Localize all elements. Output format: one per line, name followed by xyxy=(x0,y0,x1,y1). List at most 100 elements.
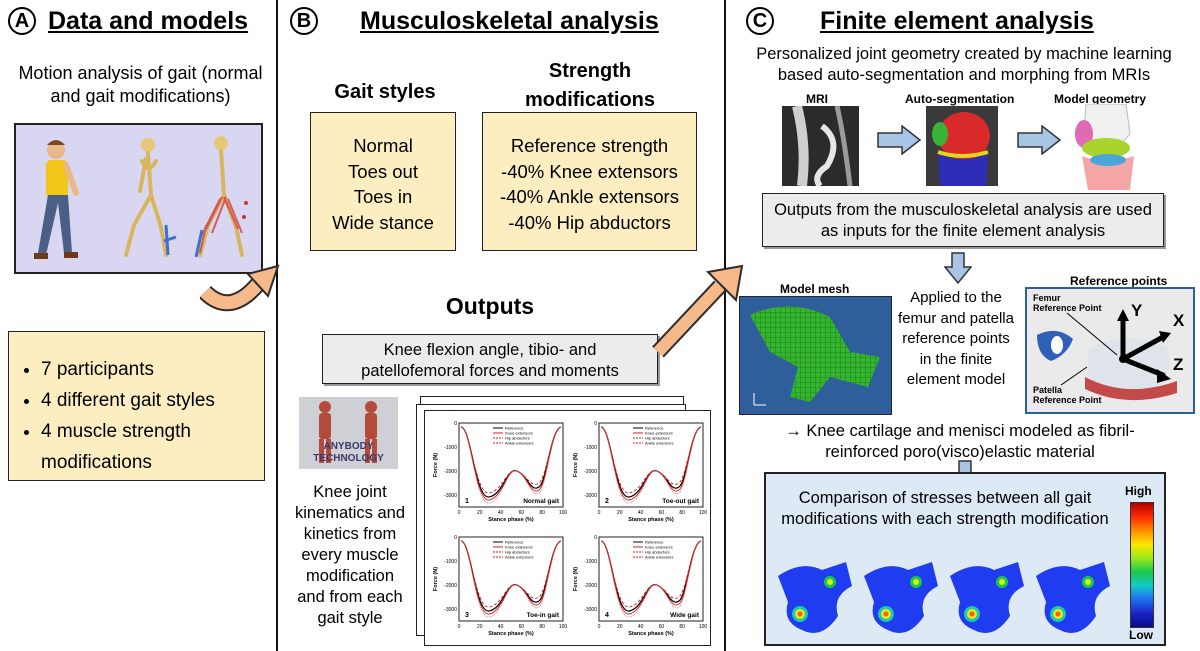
plot-frame xyxy=(458,422,564,508)
stress-hotspot xyxy=(883,611,889,617)
x-tick-label: 100 xyxy=(559,624,568,630)
curve-ankle-extensors xyxy=(460,540,562,618)
stress-map-shape xyxy=(950,562,1024,633)
x-tick-label: 60 xyxy=(659,510,665,516)
x-axis-label: Stance phase (%) xyxy=(488,631,534,637)
y-axis-label: Force (N) xyxy=(573,453,579,477)
plot-title: Normal gait xyxy=(523,498,560,505)
legend-entry: Knee extensors xyxy=(645,545,673,550)
mri-image xyxy=(782,106,859,186)
stress-maps-icon xyxy=(778,562,1110,633)
fe-outputs-box: Outputs from the musculoskeletal analysi… xyxy=(762,193,1164,247)
stress-map-shape xyxy=(778,562,852,633)
axis-x-label: X xyxy=(1173,311,1185,330)
gait-motion-image xyxy=(14,123,263,274)
stress-hotspot xyxy=(999,579,1005,585)
stress-hotspot xyxy=(797,611,803,617)
kinematics-text: Knee joint kinematics and kinetics from … xyxy=(294,483,406,627)
panel-c-header: C Finite element analysis xyxy=(746,4,1094,38)
plot-frame xyxy=(598,422,704,508)
cartilage-text: → Knee cartilage and menisci modeled as … xyxy=(785,422,1135,461)
label-auto-segmentation: Auto-segmentation xyxy=(905,92,1015,106)
plot-number: 2 xyxy=(605,498,609,505)
stress-comparison-box: Comparison of stresses between all gait … xyxy=(764,472,1166,646)
label-model-geometry: Model geometry xyxy=(1054,92,1147,106)
model-mesh-image xyxy=(739,296,892,415)
applied-text: Applied to the femur and patella referen… xyxy=(898,289,1014,388)
strength-heading: Strength modifications xyxy=(524,60,655,111)
y-tick-label: -3000 xyxy=(584,607,597,613)
plot-number: 3 xyxy=(465,612,469,619)
arrow-mri-to-seg-icon xyxy=(877,125,922,155)
strength-item: -40% Knee extensors xyxy=(501,160,678,182)
stress-hotspot xyxy=(913,579,919,585)
x-tick-label: 40 xyxy=(638,510,644,516)
x-tick-label: 100 xyxy=(699,624,708,630)
model-mesh-label: Model mesh xyxy=(780,282,850,296)
x-tick-label: 100 xyxy=(699,510,708,516)
stress-map-shape xyxy=(864,562,938,633)
y-axis-label: Force (N) xyxy=(433,453,439,477)
panel-a-caption: Motion analysis of gait (normal and gait… xyxy=(18,63,263,106)
y-axis-label: Force (N) xyxy=(433,567,439,591)
arrow-a-to-b-icon xyxy=(200,264,280,312)
x-tick-label: 0 xyxy=(458,624,461,630)
model-geometry-image xyxy=(1066,104,1150,190)
x-tick-label: 20 xyxy=(477,624,483,630)
y-tick-label: -1000 xyxy=(584,559,597,565)
y-tick-label: -2000 xyxy=(444,469,457,475)
legend-entry: Reference xyxy=(645,426,664,431)
x-tick-label: 40 xyxy=(498,510,504,516)
plot-frame xyxy=(458,536,564,622)
x-tick-label: 80 xyxy=(679,624,685,630)
x-tick-label: 80 xyxy=(539,624,545,630)
y-tick-label: -1000 xyxy=(584,445,597,451)
x-tick-label: 80 xyxy=(539,510,545,516)
legend-entry: Knee extensors xyxy=(645,431,673,436)
x-tick-label: 0 xyxy=(458,510,461,516)
plot-title: Wide gait xyxy=(670,612,700,619)
y-tick-label: -3000 xyxy=(444,607,457,613)
x-tick-label: 20 xyxy=(617,624,623,630)
y-tick-label: -2000 xyxy=(584,583,597,589)
femur-reference-label: Femur Reference Point xyxy=(1033,293,1102,313)
y-tick-label: -3000 xyxy=(584,493,597,499)
x-tick-label: 0 xyxy=(598,624,601,630)
y-tick-label: -1000 xyxy=(444,445,457,451)
reference-points-label: Reference points xyxy=(1070,274,1168,288)
gait-item: Toes in xyxy=(353,186,413,207)
panel-b-header: B Musculoskeletal analysis xyxy=(290,4,659,38)
curve-ankle-extensors xyxy=(600,426,702,504)
gait-item: Normal xyxy=(353,135,413,156)
x-tick-label: 60 xyxy=(519,624,525,630)
reference-points-image: Femur Reference Point Patella Reference … xyxy=(1025,287,1195,414)
strength-item: -40% Ankle extensors xyxy=(500,186,679,207)
panel-c-title: Finite element analysis xyxy=(820,6,1094,35)
arrow-seg-to-geom-icon xyxy=(1017,125,1062,155)
legend-entry: Reference xyxy=(505,426,524,431)
panel-a-summary-box: 7 participants 4 different gait styles 4… xyxy=(8,331,265,481)
legend-entry: Knee extensors xyxy=(505,545,533,550)
plot-number: 4 xyxy=(605,612,609,619)
curve-ankle-extensors xyxy=(600,540,702,618)
mri-scan-icon xyxy=(782,106,859,186)
plot-title: Toe-out gait xyxy=(662,498,700,505)
gait-styles-heading: Gait styles xyxy=(334,81,436,103)
divider-ab xyxy=(276,0,278,651)
stress-hotspot xyxy=(1055,611,1061,617)
legend-entry: Ankle extensors xyxy=(645,555,673,560)
patella-reference-label: Patella Reference Point xyxy=(1033,385,1102,405)
panel-a-header: A Data and models xyxy=(8,4,248,38)
plot-number: 1 xyxy=(465,498,469,505)
bullet-gait-styles: 4 different gait styles xyxy=(41,385,256,416)
anybody-logo-text: ANYBODY TECHNOLOGY xyxy=(313,441,384,464)
legend-entry: Ankle extensors xyxy=(505,555,533,560)
y-axis-label: Force (N) xyxy=(573,567,579,591)
bullet-participants: 7 participants xyxy=(41,354,256,385)
x-tick-label: 0 xyxy=(598,510,601,516)
x-tick-label: 60 xyxy=(519,510,525,516)
strength-item: -40% Hip abductors xyxy=(508,211,671,233)
